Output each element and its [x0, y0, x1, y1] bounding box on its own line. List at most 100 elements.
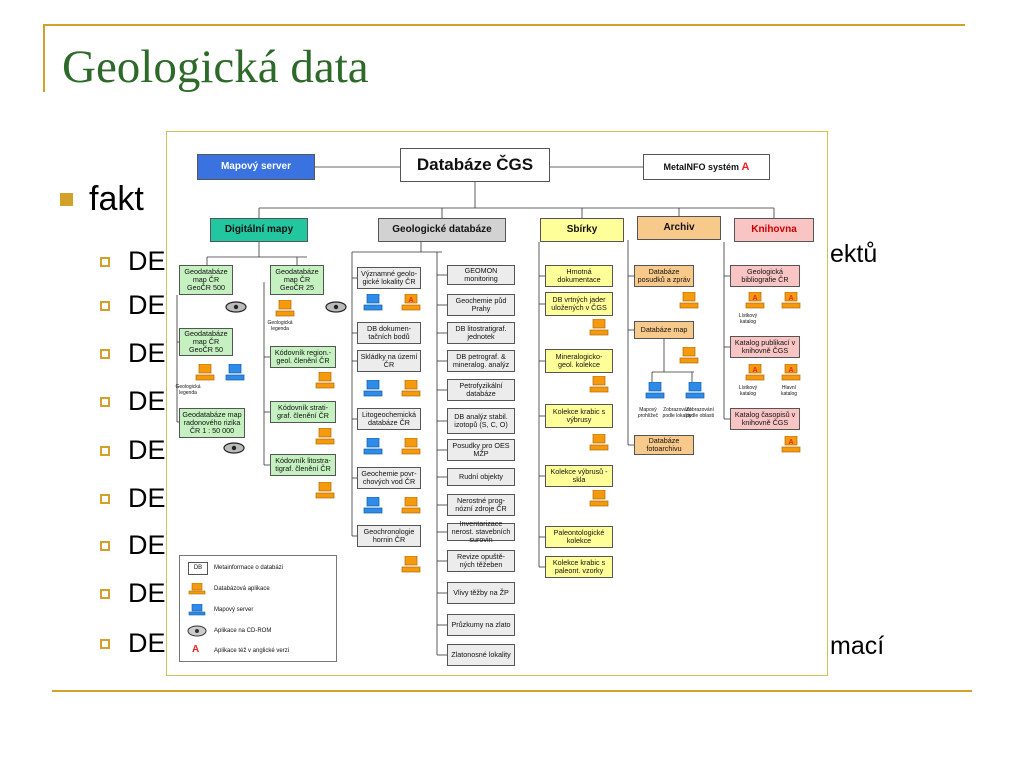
- node-geocr25: Geodatabáze map ČR GeoČR 25: [270, 265, 324, 295]
- metalnfo-box: MetalNFO systém A: [643, 154, 770, 180]
- icon-caption: Lístkový katalog: [738, 385, 758, 397]
- svg-text:A: A: [788, 295, 793, 302]
- sub-bullet-text: DE: [128, 578, 166, 608]
- app-english-icon: A: [401, 294, 421, 311]
- sub-bullet-text: DE: [128, 290, 166, 320]
- cd-icon: [225, 301, 247, 313]
- sub-bullet-text: DE: [128, 435, 166, 465]
- svg-text:A: A: [408, 297, 413, 304]
- icon-caption: Lístkový katalog: [738, 313, 758, 325]
- sub-bullet: DE: [100, 338, 166, 369]
- map-server-icon: [225, 364, 245, 381]
- node-collection: Hmotná dokumentace: [545, 265, 613, 287]
- sub-bullet-text: DE: [128, 530, 166, 560]
- app-icon: [275, 300, 295, 317]
- node-geo-right: DB petrograf. & mineralog. analýz: [447, 350, 515, 372]
- sub-bullet: DE: [100, 435, 166, 466]
- node-archive-photos: Databáze fotoarchivu: [634, 435, 694, 455]
- legend-label: Metainformace o databázi: [214, 565, 284, 571]
- hollow-bullet-icon: [100, 493, 110, 504]
- node-geo-right: Rudní objekty: [447, 468, 515, 486]
- node-publications: Katalog publikací v knihovně ČGS: [730, 336, 800, 358]
- node-kod-lito: Kódovník litostra- tigraf. členění ČR: [270, 454, 336, 476]
- node-kod-strati: Kódovník strati- graf. členění ČR: [270, 401, 336, 423]
- node-archive-maps: Databáze map: [634, 321, 694, 339]
- legend-label: Mapový server: [214, 607, 254, 613]
- sub-bullet: DE: [100, 290, 166, 321]
- organization-diagram: Mapový server Databáze ČGS MetalNFO syst…: [166, 131, 828, 676]
- node-geocr50: Geodatabáze map ČR GeoČR 50: [179, 328, 233, 356]
- app-english-icon: A: [781, 292, 801, 309]
- map-server-icon: [363, 380, 383, 397]
- app-english-icon: A: [745, 292, 765, 309]
- sub-bullet-tail-top: ektů: [830, 240, 878, 268]
- sub-bullet-text: DE: [128, 338, 166, 368]
- svg-text:A: A: [752, 295, 757, 302]
- node-geo-right: DB litostratigraf. jednotek: [447, 322, 515, 344]
- bottom-rule: [52, 690, 972, 692]
- map-server-box: Mapový server: [197, 154, 315, 180]
- map-server-icon: [363, 294, 383, 311]
- icon-caption: Zobrazování podle lokality: [662, 407, 692, 419]
- node-collection: Kolekce výbrusů - skla: [545, 465, 613, 487]
- app-icon: [315, 372, 335, 389]
- node-geo-left: Významné geolo- gické lokality ČR: [357, 267, 421, 289]
- app-icon: [315, 482, 335, 499]
- icon-caption: Zobrazování podle oblasti: [685, 407, 715, 419]
- node-geo-left: Geochemie povr- chových vod ČR: [357, 467, 421, 489]
- legend: DB Metainformace o databázi Databázová a…: [179, 555, 337, 662]
- node-geo-right: Geochemie půd Prahy: [447, 294, 515, 316]
- header-library: Knihovna: [734, 218, 814, 242]
- english-badge-icon: A: [741, 161, 750, 173]
- central-database-box: Databáze ČGS: [400, 148, 550, 182]
- node-geo-right: GEOMON monitoring: [447, 265, 515, 285]
- sub-bullet: DE: [100, 628, 166, 659]
- hollow-bullet-icon: [100, 445, 110, 456]
- node-radon: Geodatabáze map radonového rizika ČR 1 :…: [179, 408, 245, 438]
- app-icon: [589, 319, 609, 336]
- app-icon: [589, 490, 609, 507]
- bullet-square-icon: [60, 193, 73, 206]
- sub-bullet: DE: [100, 530, 166, 561]
- node-geo-left: Litogeochemická databáze ČR: [357, 408, 421, 430]
- map-server-icon: [363, 497, 383, 514]
- app-english-icon: A: [781, 364, 801, 381]
- icon-caption: Geologická legenda: [267, 320, 293, 332]
- header-geological-databases: Geologické databáze: [378, 218, 506, 242]
- metalnfo-label: MetalNFO systém: [663, 162, 740, 172]
- hollow-bullet-icon: [100, 638, 110, 649]
- icon-caption: Geologická legenda: [175, 384, 201, 396]
- svg-text:A: A: [788, 439, 793, 446]
- hollow-bullet-icon: [100, 588, 110, 599]
- map-server-icon: [363, 438, 383, 455]
- node-kod-region: Kódovník region.- geol. členění ČR: [270, 346, 336, 368]
- sub-bullet: DE: [100, 578, 166, 609]
- header-archive: Archiv: [637, 216, 721, 240]
- app-icon: [401, 380, 421, 397]
- english-icon: A: [192, 644, 200, 655]
- node-archive-reports: Databáze posudků a zpráv: [634, 265, 694, 287]
- legend-row-app: Databázová aplikace: [186, 583, 270, 595]
- node-geocr500: Geodatabáze map ČR GeoČR 500: [179, 265, 233, 295]
- node-collection: DB vrtných jader uložených v ČGS: [545, 292, 613, 316]
- node-geo-left: DB dokumen- tačních bodů: [357, 322, 421, 344]
- node-collection: Kolekce krabic s výbrusy: [545, 404, 613, 428]
- app-english-icon: A: [745, 364, 765, 381]
- legend-row-english: A Aplikace též v anglické verzi: [186, 644, 290, 657]
- sub-bullet: DE: [100, 483, 166, 514]
- hollow-bullet-icon: [100, 540, 110, 551]
- app-icon: [401, 556, 421, 573]
- app-icon: [679, 347, 699, 364]
- app-icon: [679, 292, 699, 309]
- svg-text:A: A: [752, 367, 757, 374]
- app-icon: [401, 497, 421, 514]
- node-geo-right: Inventarizace nerost. stavebních surovin: [447, 520, 515, 544]
- map-server-icon: [645, 382, 665, 399]
- legend-label: Aplikace též v anglické verzi: [214, 648, 290, 654]
- svg-text:A: A: [788, 367, 793, 374]
- sub-bullet: DE: [100, 386, 166, 417]
- node-geo-right: Posudky pro OES MŽP: [447, 439, 515, 461]
- legend-label: Databázová aplikace: [214, 586, 270, 592]
- cd-icon: [325, 301, 347, 313]
- node-geo-left: Skládky na území ČR: [357, 350, 421, 372]
